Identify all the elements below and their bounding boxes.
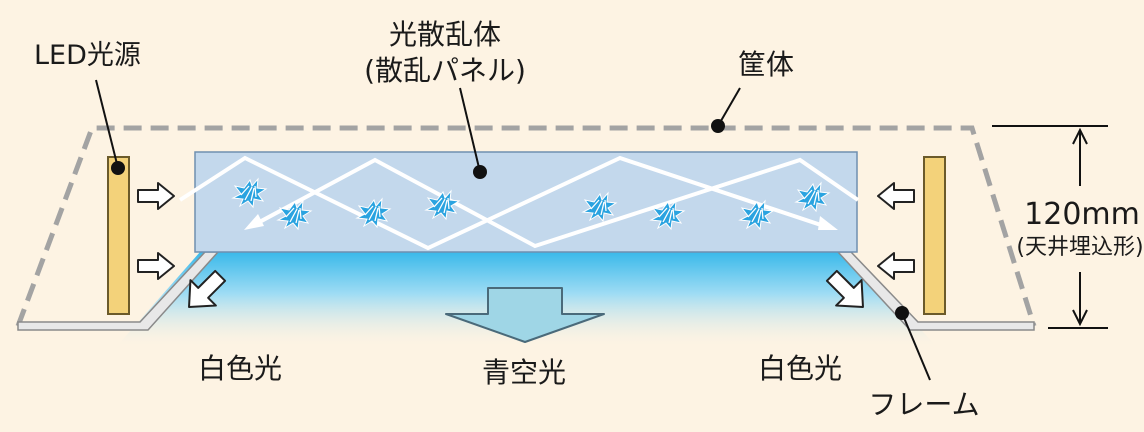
label-scatter-body: 光散乱体	[389, 18, 501, 51]
label-frame: フレーム	[868, 388, 979, 421]
housing-outline	[15, 125, 1037, 327]
label-scatter-panel: (散乱パネル)	[364, 54, 526, 87]
label-white-light-right: 白色光	[758, 352, 842, 385]
sky-light-arrow	[445, 287, 605, 343]
label-led-source: LED光源	[34, 40, 141, 71]
label-height-note: (天井埋込形)	[1016, 235, 1143, 260]
label-height-value: 120mm	[1024, 197, 1140, 232]
light-ray-paths	[178, 155, 860, 251]
leader-lines	[95, 79, 931, 381]
leader-dots	[111, 119, 909, 320]
white-light-arrow-right	[825, 269, 864, 308]
label-white-light-left: 白色光	[198, 352, 282, 385]
light-ray-arrowheads	[244, 214, 838, 230]
white-light-arrow-left	[188, 269, 227, 308]
led-strip-right	[923, 156, 946, 315]
height-dimension	[992, 125, 1108, 329]
label-housing: 筐体	[738, 48, 794, 81]
led-strip-left	[107, 156, 130, 315]
label-blue-sky-light: 青空光	[482, 356, 566, 389]
